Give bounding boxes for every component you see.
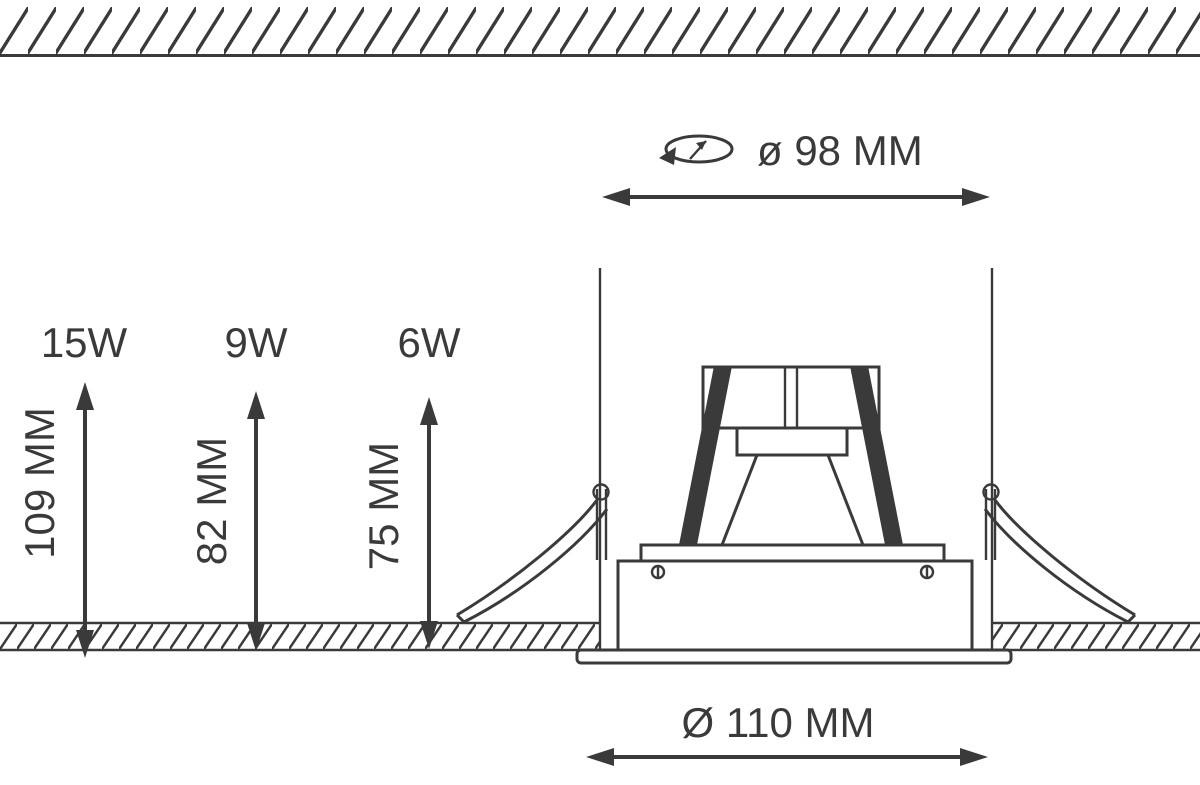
height-label: 82 MM	[188, 437, 235, 565]
torsion-spring-left	[678, 366, 732, 550]
spring-arm-upper	[456, 499, 599, 617]
arrowhead-right-icon	[962, 188, 990, 206]
arrowhead-up-icon	[420, 397, 438, 425]
wattage-label: 9W	[225, 319, 288, 366]
flange-diameter-label: Ø 110 MM	[682, 699, 875, 746]
wattage-label: 6W	[398, 319, 461, 366]
downlight-fixture	[455, 365, 1137, 665]
height-label: 109 MM	[16, 407, 63, 559]
arrowhead-right-icon	[960, 748, 988, 766]
arrowhead-up-icon	[76, 382, 94, 410]
cutout-width-dimension	[602, 188, 990, 206]
trim-flange	[575, 648, 1013, 665]
mounting-plate	[639, 543, 946, 563]
height-dimension-15w: 15W 109 MM	[16, 319, 128, 658]
spring-arm-lower	[463, 508, 609, 624]
cutout-extension-lines	[598, 268, 994, 651]
ceiling-section-bottom	[0, 621, 1200, 652]
height-label: 75 MM	[360, 442, 407, 570]
rotation-arrowhead-icon	[659, 147, 676, 165]
arrowhead-left-icon	[586, 748, 614, 766]
arrowhead-down-icon	[247, 623, 265, 651]
rotation-ellipse	[664, 134, 734, 164]
arrowhead-down-icon	[420, 621, 438, 649]
spring-arm-tip	[455, 613, 466, 624]
fixture-reflector-cone	[719, 453, 866, 547]
wattage-label: 15W	[41, 319, 128, 366]
fixture-neck	[735, 426, 849, 457]
height-dimension-6w: 6W 75 MM	[360, 319, 461, 649]
arrowhead-down-icon	[76, 630, 94, 658]
cutout-diameter-label: ø 98 MM	[757, 127, 923, 174]
spring-arm-lower	[983, 508, 1129, 624]
spring-loop-icon	[982, 483, 1000, 501]
retention-spring-left	[455, 483, 610, 624]
flange-width-dimension	[586, 748, 988, 766]
retention-spring-right	[982, 483, 1137, 624]
spring-arm-upper	[993, 499, 1136, 617]
bottom-hatch-band-left	[0, 623, 600, 650]
bottom-hatch-band-right	[992, 623, 1200, 650]
ceiling-section-top	[0, 7, 1200, 57]
rotation-pin-head	[696, 141, 706, 150]
spring-arm-tip	[1126, 613, 1137, 624]
arrowhead-left-icon	[602, 188, 630, 206]
top-hatch-band	[0, 7, 1200, 54]
torsion-spring-right	[850, 366, 904, 550]
fixture-can-body	[616, 559, 974, 652]
rotation-icon	[659, 134, 734, 165]
height-dimension-9w: 9W 82 MM	[188, 319, 288, 651]
arrowhead-up-icon	[247, 391, 265, 419]
spring-loop-icon	[592, 483, 610, 501]
